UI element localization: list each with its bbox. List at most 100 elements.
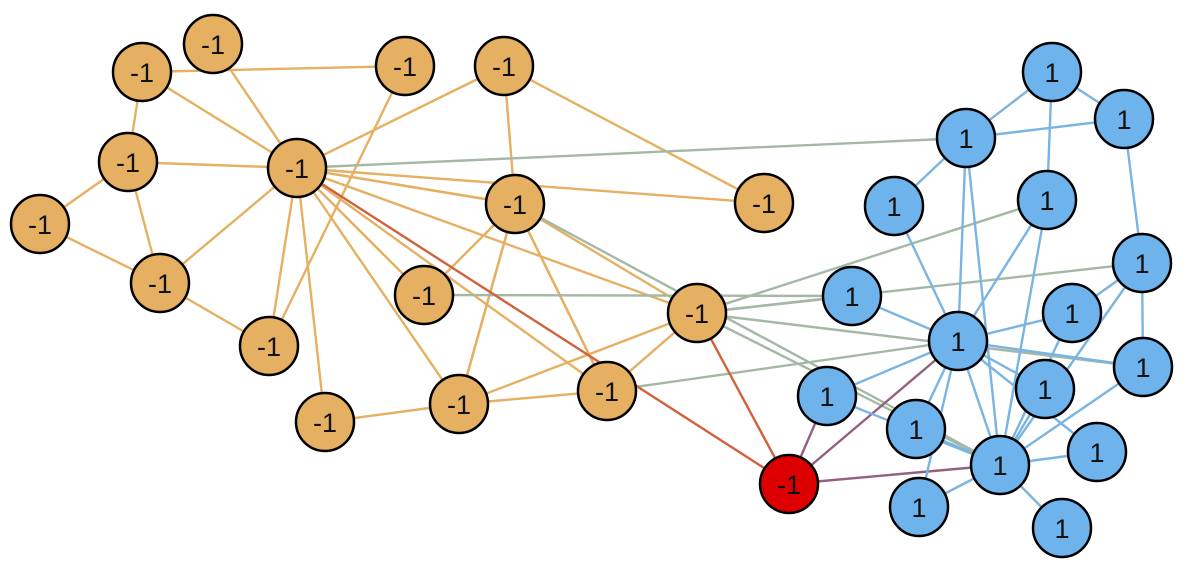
node-circle xyxy=(1021,41,1083,103)
node-b10: 1 xyxy=(1041,282,1103,344)
node-n8: -1 xyxy=(238,315,300,377)
edge-n15-n17 xyxy=(457,311,699,406)
node-n4: -1 xyxy=(9,193,71,255)
node-b9: 1 xyxy=(796,365,858,427)
node-circle xyxy=(733,172,795,234)
node-circle xyxy=(1112,336,1174,398)
node-label: -1 xyxy=(28,210,52,240)
node-circle xyxy=(1041,282,1103,344)
node-circle xyxy=(111,41,173,103)
edge-b8-b12 xyxy=(956,339,1145,369)
node-circle xyxy=(666,282,728,344)
node-b13: 1 xyxy=(1014,358,1076,420)
node-label: -1 xyxy=(492,52,516,82)
edge-n13-n16 xyxy=(513,202,609,393)
node-circle xyxy=(294,391,356,453)
node-circle xyxy=(266,137,328,199)
node-circle xyxy=(1093,88,1155,150)
node-label: -1 xyxy=(313,408,337,438)
node-label: -1 xyxy=(148,269,172,299)
node-n11: -1 xyxy=(484,173,546,235)
edge-n16-b8 xyxy=(605,339,960,393)
node-n14: -1 xyxy=(393,264,455,326)
edge-n14-b7 xyxy=(422,293,854,298)
node-label: -1 xyxy=(285,154,309,184)
node-circle xyxy=(935,107,997,169)
node-b5: 1 xyxy=(1016,169,1078,231)
node-label: 1 xyxy=(1054,514,1069,544)
node-circle xyxy=(374,35,436,97)
node-circle xyxy=(796,365,858,427)
node-circle xyxy=(129,252,191,314)
edge-n5-b2 xyxy=(295,136,968,170)
node-h: -1 xyxy=(758,453,820,515)
node-circle xyxy=(888,476,950,538)
node-label: -1 xyxy=(412,281,436,311)
node-label: -1 xyxy=(685,299,709,329)
node-b6: 1 xyxy=(1111,232,1173,294)
node-n9: -1 xyxy=(294,391,356,453)
edge-n5-n10 xyxy=(295,64,506,170)
node-b2: 1 xyxy=(935,107,997,169)
edge-n17-b12 xyxy=(695,311,1145,369)
node-label: 1 xyxy=(911,493,926,523)
node-n7: -1 xyxy=(129,252,191,314)
edge-n10-n12 xyxy=(502,64,766,205)
node-circle xyxy=(1111,232,1173,294)
node-circle xyxy=(1031,497,1093,559)
node-n2: -1 xyxy=(182,13,244,75)
edge-h-b14 xyxy=(787,463,1002,486)
node-n12: -1 xyxy=(733,172,795,234)
node-label: 1 xyxy=(908,415,923,445)
node-label: 1 xyxy=(1134,249,1149,279)
node-label: -1 xyxy=(752,189,776,219)
node-circle xyxy=(182,13,244,75)
edge-n5-n13 xyxy=(295,166,517,206)
node-circle xyxy=(1014,358,1076,420)
node-circle xyxy=(238,315,300,377)
node-b4: 1 xyxy=(863,175,925,237)
edge-n5-n16 xyxy=(295,166,609,393)
node-label: 1 xyxy=(1135,353,1150,383)
node-circle xyxy=(863,175,925,237)
node-n1: -1 xyxy=(111,41,173,103)
node-n5: -1 xyxy=(266,137,328,199)
node-b1: 1 xyxy=(1021,41,1083,103)
node-label: 1 xyxy=(819,382,834,412)
node-n3: -1 xyxy=(97,131,159,193)
node-label: -1 xyxy=(393,52,417,82)
node-circle xyxy=(473,35,535,97)
node-n16: -1 xyxy=(576,360,638,422)
node-circle xyxy=(393,264,455,326)
node-label: 1 xyxy=(958,124,973,154)
node-label: -1 xyxy=(130,58,154,88)
edge-n1-n6 xyxy=(140,64,407,74)
node-b12: 1 xyxy=(1112,336,1174,398)
node-circle xyxy=(576,360,638,422)
edge-n13-n15 xyxy=(457,202,517,406)
edge-n5-n15 xyxy=(295,166,461,406)
node-label: 1 xyxy=(1089,438,1104,468)
node-label: -1 xyxy=(777,470,801,500)
node-label: 1 xyxy=(1064,299,1079,329)
edge-n1-n5 xyxy=(140,70,299,170)
edge-b6-b14 xyxy=(998,261,1144,467)
edge-n6-n8 xyxy=(267,64,407,348)
edge-n5-n9 xyxy=(295,166,327,424)
node-circle xyxy=(484,173,546,235)
node-b8: 1 xyxy=(927,310,989,372)
node-n10: -1 xyxy=(473,35,535,97)
node-label: 1 xyxy=(886,192,901,222)
edge-b2-b8 xyxy=(956,136,968,343)
node-b11: 1 xyxy=(885,398,947,460)
edge-n5-n17 xyxy=(295,166,699,315)
edge-n17-b5 xyxy=(695,198,1049,315)
node-n17: -1 xyxy=(666,282,728,344)
node-label: 1 xyxy=(844,282,859,312)
edge-b5-b14 xyxy=(998,198,1049,467)
node-circle xyxy=(97,131,159,193)
node-circle xyxy=(1066,421,1128,483)
node-label: -1 xyxy=(201,30,225,60)
